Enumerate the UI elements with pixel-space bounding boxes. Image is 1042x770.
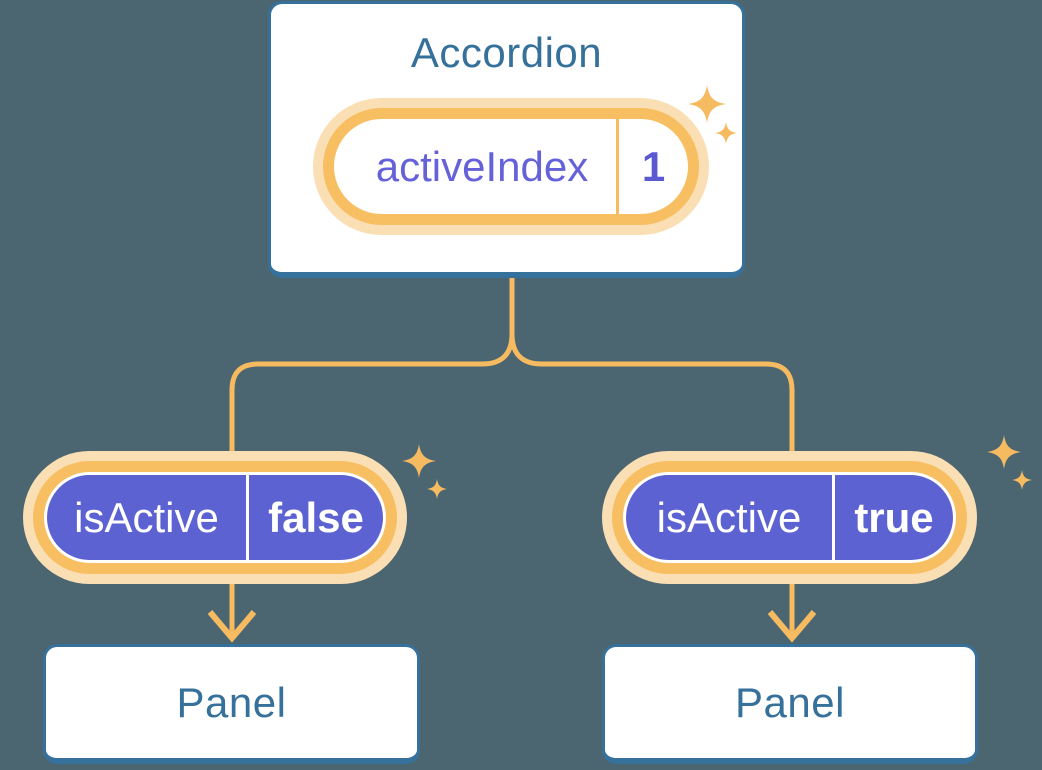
prop-pill-isactive-false: isActive false (23, 451, 407, 584)
prop-pill-label: isActive (74, 493, 219, 541)
panel-title: Panel (176, 678, 287, 726)
sparkles-icon (987, 435, 1032, 490)
pill-divider (832, 475, 835, 560)
prop-pill-ring: isActive false (33, 461, 397, 574)
prop-pill-value: true (854, 493, 934, 541)
prop-pill-ring: isActive true (612, 461, 967, 574)
arrow-down-icon (767, 610, 817, 643)
sparkles-icon (688, 85, 737, 144)
pill-divider (246, 475, 249, 560)
connector-right-branch (509, 276, 795, 634)
panel-title: Panel (735, 678, 845, 726)
state-pill-activeindex: activeIndex 1 (313, 98, 709, 235)
panel-component-box-left: Panel (43, 644, 420, 764)
prop-pill-label: isActive (656, 493, 802, 541)
sparkles-icon (402, 444, 447, 499)
arrow-down-icon (207, 610, 257, 643)
state-pill-label: activeIndex (375, 142, 589, 190)
connector-left-branch (229, 276, 515, 634)
panel-component-box-right: Panel (602, 644, 978, 764)
state-pill-ring: activeIndex 1 (323, 108, 699, 225)
state-pill-value: 1 (641, 142, 666, 190)
prop-pill-isactive-true: isActive true (602, 451, 977, 584)
accordion-title: Accordion (410, 29, 603, 76)
pill-divider (616, 119, 619, 214)
prop-pill-value: false (268, 493, 364, 541)
